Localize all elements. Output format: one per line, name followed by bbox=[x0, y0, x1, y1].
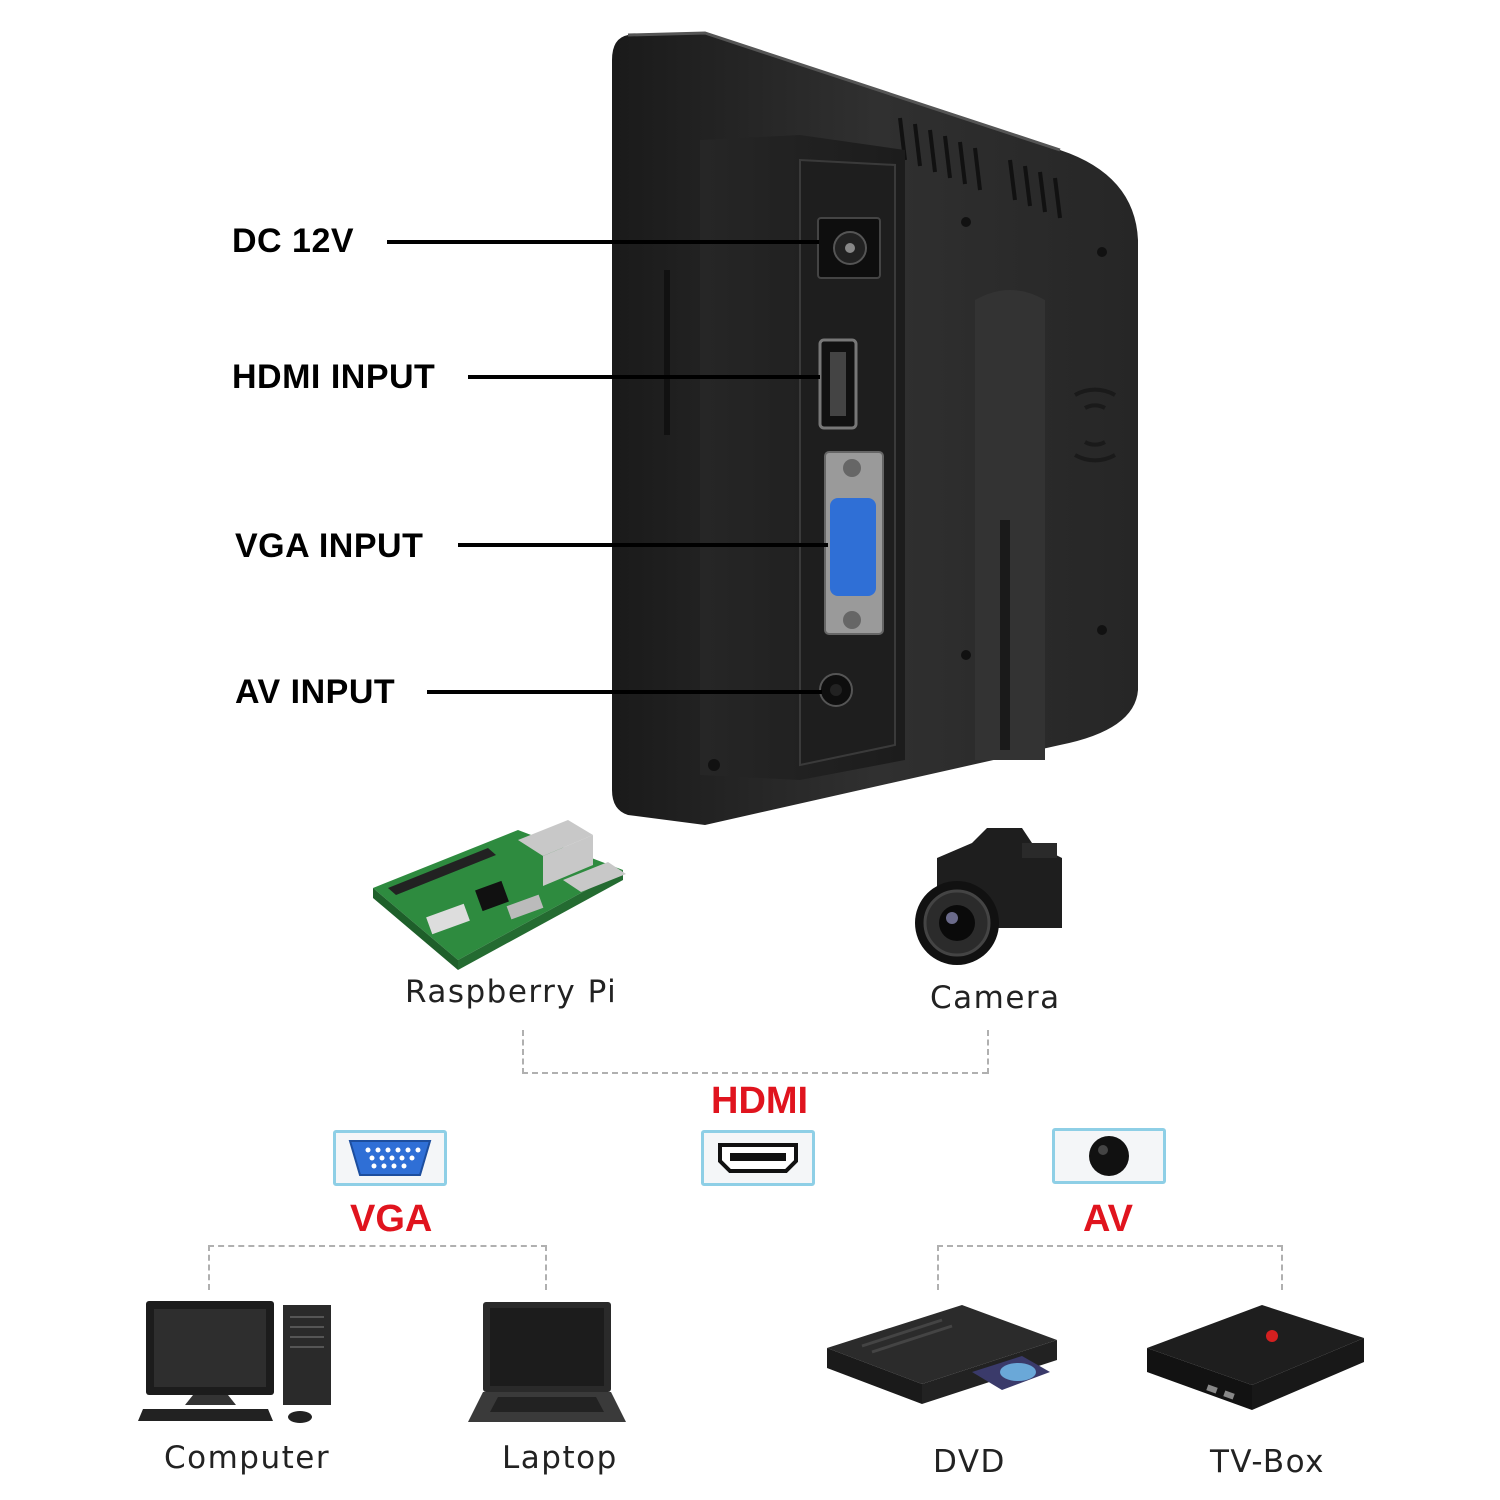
hdmi-bracket-right bbox=[987, 1030, 989, 1074]
monitor-back-icon bbox=[612, 31, 1138, 825]
computer-label: Computer bbox=[164, 1440, 331, 1476]
vga-connector-icon bbox=[348, 1140, 432, 1176]
av-connector-icon bbox=[1089, 1136, 1129, 1176]
vga-category-label: VGA bbox=[350, 1198, 433, 1240]
av-connector-box bbox=[1052, 1128, 1166, 1184]
hdmi-bracket-bottom bbox=[522, 1072, 988, 1074]
dc-12v-label: DC 12V bbox=[232, 222, 355, 260]
av-category-label: AV bbox=[1083, 1198, 1133, 1240]
dc-12v-leader-line bbox=[387, 240, 819, 244]
camera-icon bbox=[915, 828, 1062, 965]
av-bracket-right bbox=[1281, 1245, 1283, 1290]
vga-connector-box bbox=[333, 1130, 447, 1186]
computer-icon bbox=[138, 1301, 331, 1423]
tv-box-label: TV-Box bbox=[1210, 1444, 1326, 1480]
laptop-icon bbox=[468, 1302, 626, 1422]
vga-bracket-left bbox=[208, 1245, 210, 1290]
hdmi-input-leader-line bbox=[468, 375, 820, 379]
vga-input-label: VGA INPUT bbox=[235, 527, 424, 565]
tv-box-icon bbox=[1147, 1305, 1364, 1410]
av-bracket-left bbox=[937, 1245, 939, 1290]
hdmi-input-label: HDMI INPUT bbox=[232, 358, 436, 396]
vga-bracket-top bbox=[208, 1245, 547, 1247]
av-input-leader-line bbox=[427, 690, 822, 694]
hdmi-connector-icon bbox=[718, 1143, 798, 1173]
dvd-label: DVD bbox=[933, 1444, 1006, 1480]
hdmi-connector-box bbox=[701, 1130, 815, 1186]
raspberry-pi-label: Raspberry Pi bbox=[405, 974, 618, 1010]
dvd-player-icon bbox=[827, 1305, 1057, 1404]
hdmi-bracket-left bbox=[522, 1030, 524, 1074]
hdmi-category-label: HDMI bbox=[711, 1080, 809, 1122]
av-bracket-top bbox=[937, 1245, 1283, 1247]
vga-bracket-right bbox=[545, 1245, 547, 1290]
camera-label: Camera bbox=[930, 980, 1061, 1016]
laptop-label: Laptop bbox=[502, 1440, 618, 1476]
raspberry-pi-icon bbox=[373, 820, 626, 970]
vga-input-leader-line bbox=[458, 543, 828, 547]
av-input-label: AV INPUT bbox=[235, 673, 396, 711]
